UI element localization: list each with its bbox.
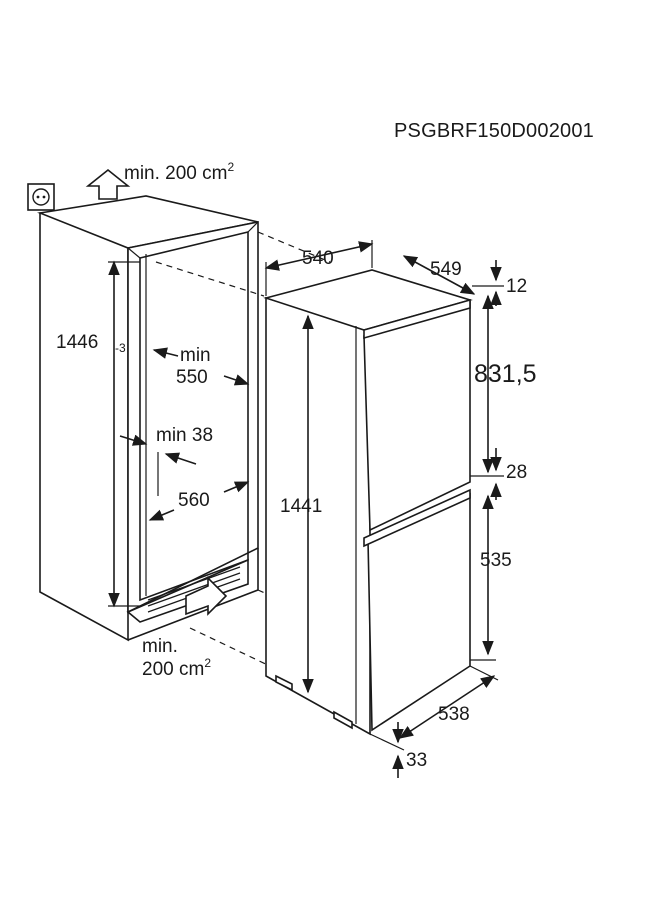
- appliance-body: [263, 269, 473, 736]
- niche-depth-arrow-right: [223, 374, 250, 386]
- drawing-code: PSGBRF150D002001: [394, 120, 594, 142]
- niche-width-label: 560: [178, 490, 210, 511]
- top-gap-label: 12: [506, 276, 527, 297]
- vent-bottom-arrow-icon: [185, 576, 228, 616]
- door-gap-label: 28: [506, 462, 527, 483]
- niche-width-arrow-left: [148, 509, 175, 521]
- niche-height-dimension: [108, 260, 140, 608]
- appliance-width-dimension: [402, 255, 476, 295]
- appliance-width-label: 549: [430, 259, 462, 280]
- gap-arrow-top: [119, 434, 148, 446]
- vent-bottom-label-line1: min.: [142, 636, 178, 657]
- appliance-height-label: 1441: [280, 496, 322, 517]
- niche-depth-min-label: min: [180, 345, 211, 366]
- gap-arrow-bottom: [164, 452, 197, 465]
- niche-cabinet: [37, 195, 259, 642]
- vent-bottom-label-line2: 200 cm2: [142, 656, 211, 680]
- vent-bottom-unit-sup: 2: [204, 656, 211, 670]
- power-socket-icon: [27, 183, 55, 211]
- niche-depth-arrow-left: [152, 347, 179, 359]
- niche-height-label: 1446: [56, 332, 98, 353]
- lower-door-label: 535: [480, 550, 512, 571]
- vent-top-arrow-icon: [85, 168, 131, 200]
- door-width-label: 538: [438, 704, 470, 725]
- upper-door-label: 831,5: [474, 360, 537, 388]
- bottom-offset-label: 33: [406, 750, 427, 771]
- niche-depth-value: 550: [176, 367, 208, 388]
- appliance-depth-dimension: [264, 240, 374, 296]
- gap-min-label: min 38: [156, 425, 213, 446]
- vent-top-unit-sup: 2: [227, 160, 234, 174]
- appliance-depth-label: 540: [302, 248, 334, 269]
- niche-width-arrow-right: [223, 481, 250, 493]
- niche-height-tolerance: -3: [115, 341, 126, 355]
- vent-top-label: min. 200 cm2: [124, 160, 234, 184]
- door-width-dimension: [398, 675, 496, 739]
